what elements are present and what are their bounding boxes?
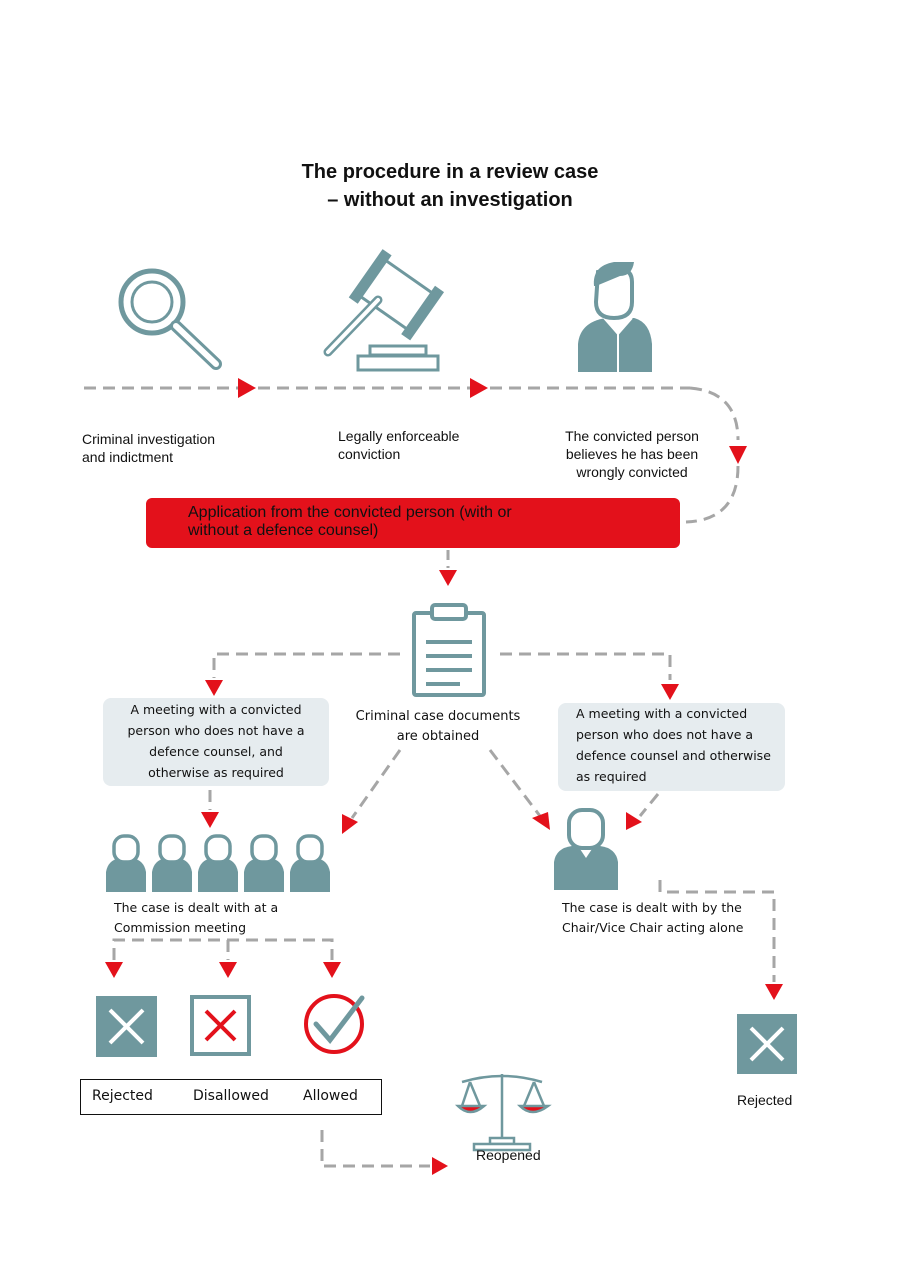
label-line: The case is dealt with at a [114,900,279,915]
x-box-icon [737,1014,797,1074]
arrow-down-left [626,812,642,830]
person-icon [106,834,146,892]
person-icon [152,834,192,892]
person-icon [244,834,284,892]
commission-connectors [112,880,776,1168]
label-line: are obtained [396,729,480,744]
chair-label: The case is dealt with by the Chair/Vice… [562,898,743,938]
label-line: Commission meeting [114,920,247,935]
arrow-down [205,680,223,696]
magnifier-icon [118,268,222,370]
panel-line: as required [576,769,647,784]
x-box-outline-icon [190,995,251,1056]
arrow-down [323,962,341,978]
page-title: The procedure in a review case – without… [0,158,900,214]
branch-connectors [208,652,672,819]
gavel-icon [323,249,445,372]
label-line: Chair/Vice Chair acting alone [562,920,744,935]
title-line: – without an investigation [327,189,573,211]
right-meeting-panel: A meeting with a convicted person who do… [558,703,785,791]
person-icon [290,834,330,892]
x-box-icon [96,996,157,1057]
group-of-people-icon [106,834,330,892]
label-line: Criminal case documents [355,709,521,724]
panel-line: defence counsel, and [149,744,283,759]
panel-line: person who does not have a [576,727,754,742]
panel-line: person who does not have a [127,723,305,738]
left-meeting-panel: A meeting with a convicted person who do… [103,698,329,786]
arrow-down-right [532,812,550,830]
arrow-down [105,962,123,978]
banner-line: without a defence counsel) [188,522,379,539]
label-line: wrongly convicted [576,464,688,480]
application-banner: Application from the convicted person (w… [146,498,680,548]
chair-rejected-label: Rejected [737,1092,793,1108]
banner-line: Application from the convicted person (w… [188,504,512,521]
arrow-down-left [342,814,358,834]
step-label-conviction: Legally enforceable conviction [338,427,459,463]
panel-line: A meeting with a convicted [130,702,302,717]
label-line: Legally enforceable [338,428,460,444]
person-icon [554,808,618,890]
panel-line: defence counsel and otherwise [576,748,771,763]
label-line: The convicted person [565,428,699,444]
arrow-right [238,378,256,398]
title-line: The procedure in a review case [301,161,599,183]
step-label-convicted-person: The convicted person believes he has bee… [562,427,702,481]
step-label-investigation: Criminal investigation and indictment [82,430,215,466]
branch-arrows [201,680,679,834]
arrow-right [470,378,488,398]
label-line: The case is dealt with by the [562,900,742,915]
outcome-disallowed: Disallowed [193,1088,269,1104]
person-icon [578,262,652,372]
panel-line: otherwise as required [148,765,284,780]
clipboard-icon [412,603,486,697]
commission-label: The case is dealt with at a Commission m… [114,898,278,938]
documents-label: Criminal case documents are obtained [350,707,526,747]
person-icon [198,834,238,892]
label-line: believes he has been [565,446,699,462]
arrow-down [219,962,237,978]
timeline-connector [84,386,740,524]
reopened-label: Reopened [476,1147,541,1163]
timeline-arrows [238,378,747,464]
arrow-right [432,1157,448,1175]
commission-arrows [105,962,783,1175]
arrow-down [661,684,679,700]
outcomes-box: Rejected Disallowed Allowed [80,1079,382,1115]
arrow-down [729,446,747,464]
label-line: Criminal investigation [82,431,216,447]
label-line: and indictment [82,449,174,465]
arrow-down [201,812,219,828]
arrow-down [439,570,457,586]
check-circle-icon [304,994,365,1054]
panel-line: A meeting with a convicted [576,706,748,721]
scales-of-justice-icon [454,1074,552,1152]
label-line: conviction [338,446,401,462]
outcome-rejected: Rejected [92,1088,153,1104]
arrow-down [765,984,783,1000]
outcome-allowed: Allowed [303,1088,358,1104]
